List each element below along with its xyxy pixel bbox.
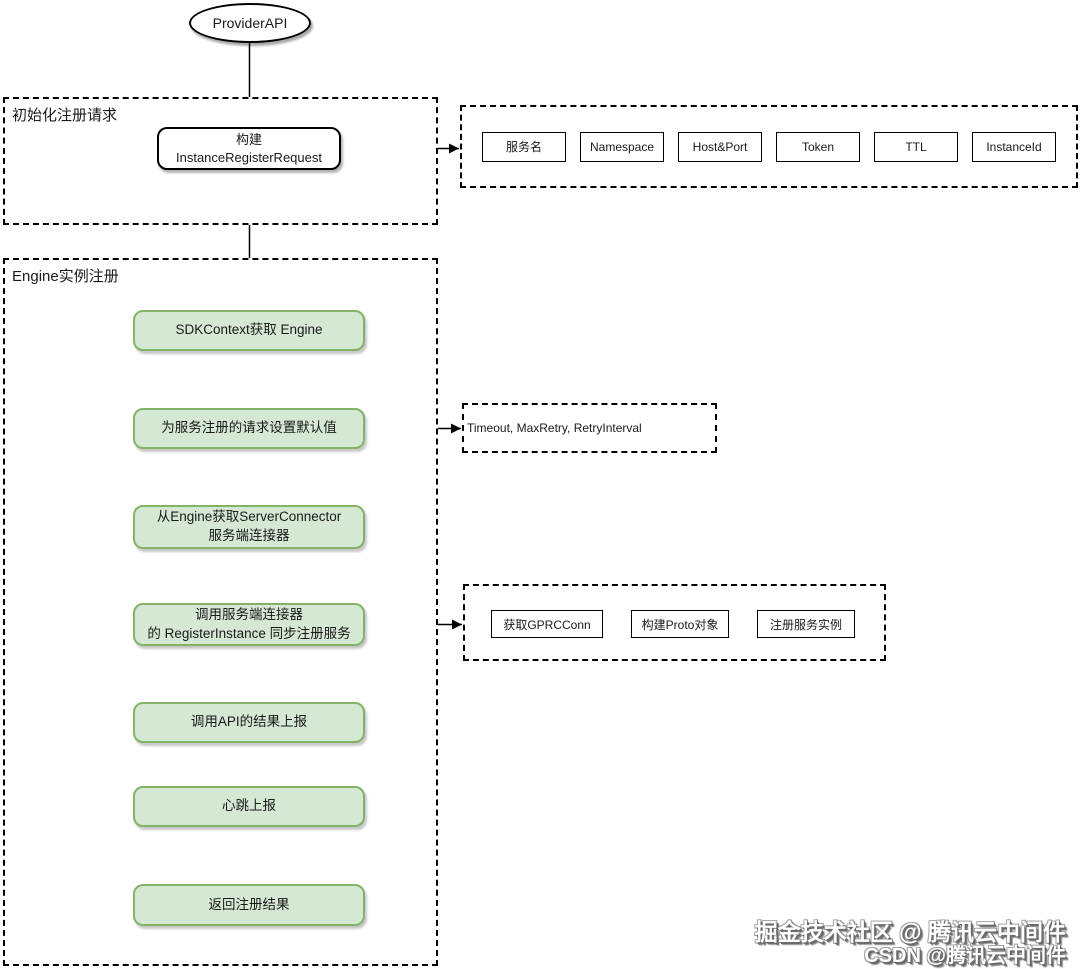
node-build-proto-object: 构建Proto对象	[631, 610, 729, 638]
field-service-name: 服务名	[482, 131, 566, 162]
step-sdkcontext-get-engine: SDKContext获取 Engine	[133, 310, 365, 351]
field-token: Token	[776, 131, 860, 162]
step-call-register-instance: 调用服务端连接器 的 RegisterInstance 同步注册服务	[133, 603, 365, 646]
node-build-instance-register-request: 构建 InstanceRegisterRequest	[157, 127, 341, 170]
node-get-grpc-conn: 获取GPRCConn	[491, 610, 603, 638]
group-init-request-label: 初始化注册请求	[12, 107, 118, 124]
watermark: 掘金技术社区 @ 腾讯云中间件 CSDN @腾讯云中间件	[755, 920, 1066, 968]
group-engine-register-label: Engine实例注册	[12, 268, 119, 285]
node-register-service-instance: 注册服务实例	[757, 610, 855, 638]
field-instance-id: InstanceId	[972, 131, 1056, 162]
node-provider-api: ProviderAPI	[189, 3, 311, 43]
step-get-server-connector: 从Engine获取ServerConnector 服务端连接器	[133, 505, 365, 549]
field-host-port: Host&Port	[678, 131, 762, 162]
provider-api-label: ProviderAPI	[212, 15, 288, 31]
step-return-register-result: 返回注册结果	[133, 884, 365, 926]
step-report-api-result: 调用API的结果上报	[133, 702, 365, 743]
step-set-request-defaults: 为服务注册的请求设置默认值	[133, 408, 365, 449]
field-namespace: Namespace	[580, 131, 664, 162]
field-ttl: TTL	[874, 131, 958, 162]
watermark-line2: CSDN @腾讯云中间件	[864, 945, 1066, 967]
defaults-note-text: Timeout, MaxRetry, RetryInterval	[467, 421, 642, 435]
step-heartbeat-report: 心跳上报	[133, 786, 365, 827]
group-request-fields: 服务名 Namespace Host&Port Token TTL Instan…	[460, 105, 1078, 188]
watermark-line1: 掘金技术社区 @ 腾讯云中间件	[754, 919, 1066, 945]
group-defaults-note: Timeout, MaxRetry, RetryInterval	[462, 403, 717, 453]
